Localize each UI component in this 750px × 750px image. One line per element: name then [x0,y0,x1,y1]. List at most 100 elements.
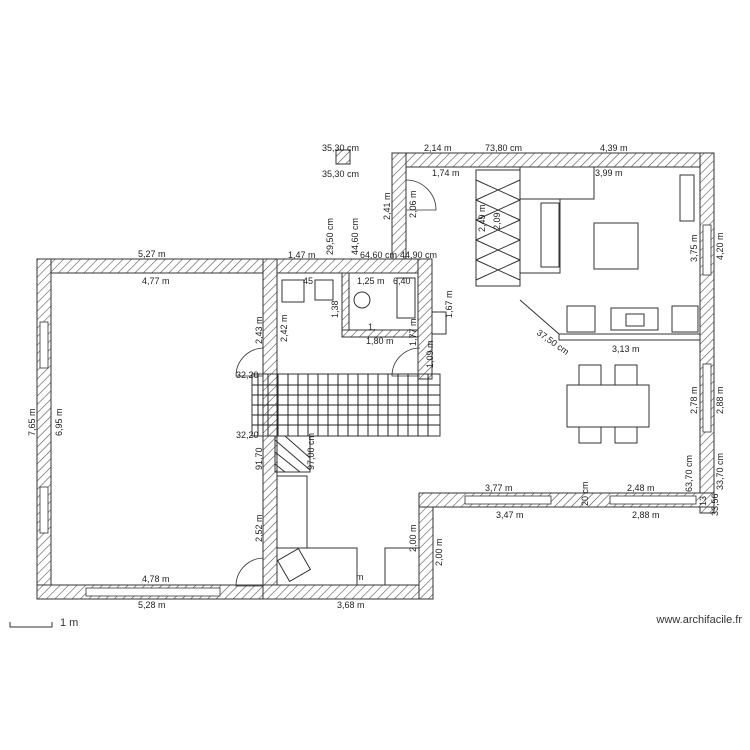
armchair-1 [566,305,596,333]
dim-label: 1,47 m [288,250,316,260]
wall-bath-top [276,258,433,274]
window-bottom-right-2 [609,495,697,505]
shower [396,277,416,319]
armchair-2 [671,305,699,333]
dim-label: 32,20 [236,370,259,380]
dim-label: 2,88 m [715,386,725,414]
dim-label: 1,09 m [425,340,435,368]
wall-mid-bottom [262,584,434,600]
toilet [314,279,334,301]
dim-label: 2,88 m [632,510,660,520]
dim-label: 1,80 m [366,336,394,346]
wall-mid-east [418,492,434,600]
dim-label: 5,28 m [138,600,166,610]
dim-label: 29,50 cm [325,218,335,255]
dim-label: 2,06 m [408,190,418,218]
dim-label: 1,38 [330,300,340,318]
stair-landing-hatch [274,435,311,473]
cabinet [431,311,447,335]
window-east-top [702,224,712,276]
basin [353,291,371,309]
dim-label: 4,78 m [142,574,170,584]
dim-label: 44,60 cm [350,218,360,255]
dim-label: 20 cm [580,481,590,506]
dim-label: 6,95 m [54,408,64,436]
window-bottom-right-1 [464,495,552,505]
dim-label: 7,65 m [27,408,37,436]
dim-label: 97,00 cm [306,433,316,470]
stair-landing [274,435,311,473]
dim-label: 3,13 m [612,344,640,354]
pillow [276,547,312,583]
dim-label: 4,20 m [715,232,725,260]
wall-bath-inner [341,272,350,336]
dim-label: 6,40 [393,276,411,286]
wall-right-west-upper [391,152,407,260]
dim-label: 1,74 m [432,168,460,178]
sofa [540,202,560,268]
window-bottom-left [85,587,221,597]
dim-label: 13 [698,496,708,506]
dim-label: 35,30 cm [322,143,359,153]
dim-label: 33,70 cm [715,453,725,490]
stair-steps [252,374,440,436]
chair-1 [578,364,602,386]
window-east-mid [702,363,712,433]
dim-label: 2,00 m [434,538,444,566]
dim-label: 3,47 m [496,510,524,520]
dim-label: 63,70 cm [684,455,694,492]
dim-label: 2,00 m [408,524,418,552]
window-west-2 [39,486,49,534]
wall-right-east [699,152,715,514]
archifacile-credit[interactable]: www.archifacile.fr [656,614,742,626]
chair-3 [578,426,602,444]
kitchen-partition-diag [519,299,560,335]
tv [625,313,645,327]
dim-label: 91,70 [254,447,264,470]
dim-label: 3,77 m [485,483,513,493]
dim-label: 64,60 cm [360,250,397,260]
sink [281,279,305,303]
spiral-stair [475,169,521,287]
scale-label: 1 m [60,617,79,629]
dim-label: 2,43 m [254,316,264,344]
scale-bar [9,622,53,628]
kitchen-partition [558,333,701,341]
dining-table [566,384,650,428]
chair-4 [614,426,638,444]
wall-left-top [36,258,282,274]
shelf [679,174,695,222]
door-arc-left-1 [235,347,264,377]
dim-label: 44,90 cm [400,250,437,260]
dim-label: 32,20 [236,430,259,440]
dim-label: 2,78 m [689,386,699,414]
dim-label: m [356,572,364,582]
dimension-labels: 5,27 m 4,77 m 4,78 m 5,28 m 7,65 m 6,95 … [27,143,725,610]
lower-middle [262,475,434,600]
bathroom [276,258,447,380]
door-arc-left-2 [235,557,264,587]
wall-left-east [262,258,278,600]
left-room [36,258,282,600]
dim-label: 5,27 m [138,249,166,259]
kitchen-counter [519,166,595,200]
dim-label: 1,67 m [444,290,454,318]
window-west-1 [39,321,49,369]
wall-left-west [36,258,52,600]
dim-label: 45 [303,276,313,286]
dim-label: 2,48 m [627,483,655,493]
dim-label: 1, [368,322,376,332]
corridor-block [276,475,308,549]
nightstand [384,547,420,586]
pillar [335,149,351,165]
wall-right-top [391,152,715,168]
dim-label: 73,80 cm [485,143,522,153]
dim-label: 3,99 m [595,168,623,178]
dim-label: 33,56 [710,493,720,516]
chair-2 [614,364,638,386]
coffee-table [593,222,639,270]
dim-label: 3,75 m [689,234,699,262]
dim-label: 2,49 m [477,204,487,232]
dim-label: 4,39 m [600,143,628,153]
